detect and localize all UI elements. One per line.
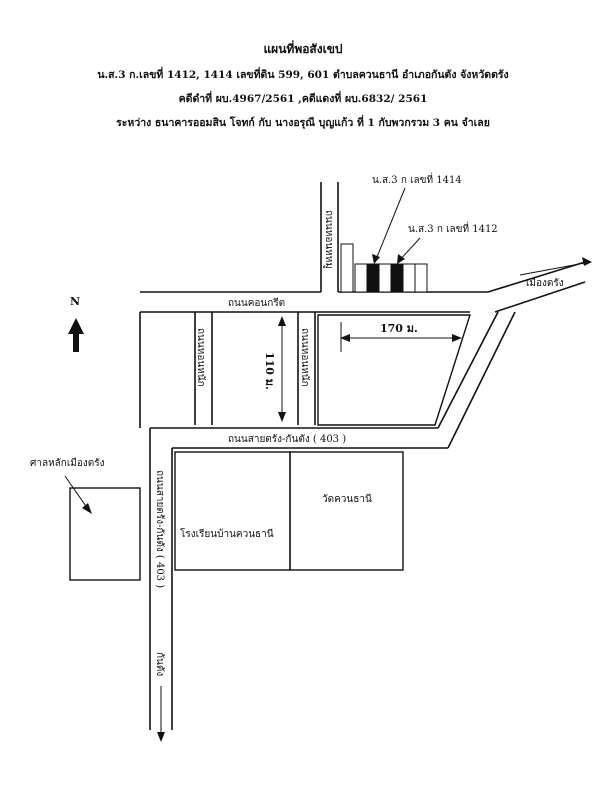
map-title: แผนที่พอสังเขป xyxy=(263,42,343,56)
deed-info-line: น.ส.3 ก.เลขที่ 1412, 1414 เลขที่ดิน 599,… xyxy=(97,69,509,81)
school-block xyxy=(174,451,291,571)
large-parcel xyxy=(317,314,471,426)
highway-403 xyxy=(139,311,516,730)
east-inner-lane xyxy=(297,312,316,425)
shrine-block xyxy=(69,487,141,581)
label-school: โรงเรียนบ้านควนธานี xyxy=(180,527,274,540)
label-to-trang: เมืองตรัง xyxy=(526,277,564,289)
land-plots xyxy=(340,243,428,293)
label-temple: วัดควนธานี xyxy=(322,493,372,505)
parties-line: ระหว่าง ธนาคารออมสิน โจทก์ กับ นางอรุณี … xyxy=(116,117,490,129)
road-label-top-vertical: ถนนหอนหหมู xyxy=(323,210,334,269)
label-plot-1414: น.ส.3 ก เลขที่ 1414 xyxy=(372,172,462,186)
label-shrine: ศาลหลักเมืองตรัง xyxy=(30,457,105,469)
north-label: N xyxy=(70,295,80,308)
temple-block xyxy=(289,451,404,571)
dimension-110 xyxy=(278,316,286,422)
plot-1412 xyxy=(390,263,404,293)
label-plot-1412: น.ส.3 ก เลขที่ 1412 xyxy=(408,221,498,235)
case-number-line: คดีดำที่ ผบ.4967/2561 ,คดีแดงที่ ผบ.6832… xyxy=(178,93,428,105)
plot-1414 xyxy=(366,263,380,293)
road-label-konkrit: ถนนคอนกรีต xyxy=(228,297,285,309)
road-label-highway-vertical: ถนนสายตรัง-กันตัง ( 403 ) xyxy=(154,470,165,588)
dim-label-170: 170 ม. xyxy=(380,322,418,335)
arrow-to-kantang-icon xyxy=(157,686,165,742)
road-label-highway: ถนนสายตรัง-กันตัง ( 403 ) xyxy=(228,434,346,445)
road-label-left-inner: ถนนหอนหนัก xyxy=(195,328,206,387)
label-to-kantang: กันตัง xyxy=(154,652,165,676)
dimension-170 xyxy=(340,322,462,352)
north-arrow-icon xyxy=(68,318,84,352)
dim-label-110: 110 ม. xyxy=(263,352,276,390)
top-vertical-lane xyxy=(320,182,339,292)
west-inner-lane xyxy=(194,312,213,425)
road-label-right-inner: ถนนหอนหนัก xyxy=(299,328,310,387)
arrow-to-trang-icon xyxy=(519,257,592,276)
